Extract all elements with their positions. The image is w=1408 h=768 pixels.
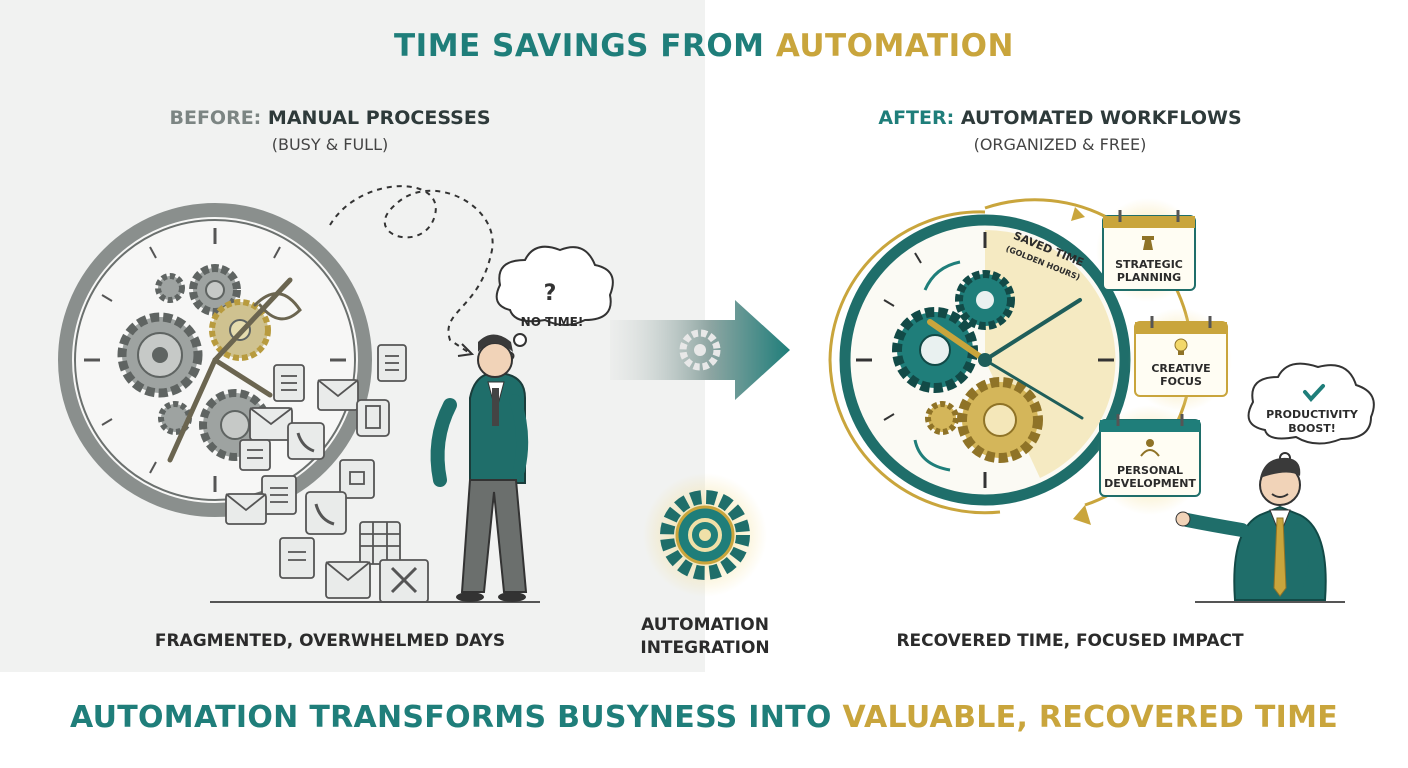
phone-icon (356, 399, 390, 437)
automation-integration-gear-icon (660, 490, 750, 580)
before-heading: BEFORE: MANUAL PROCESSES (BUSY & FULL) (130, 107, 530, 154)
phone-icon (287, 422, 325, 460)
productivity-text: PRODUCTIVITY (1266, 408, 1359, 421)
card-line2: FOCUS (1160, 375, 1202, 388)
document-icon (239, 439, 271, 471)
after-subtitle: (ORGANIZED & FREE) (973, 135, 1147, 154)
no-time-text: NO TIME! (521, 315, 584, 329)
arrow-gear-icon (679, 329, 721, 371)
tools-icon (379, 559, 429, 603)
integration-label-line2: INTEGRATION (640, 638, 770, 658)
before-title: MANUAL PROCESSES (261, 107, 491, 129)
boost-text: BOOST! (1288, 422, 1336, 435)
footer-part-2: VALUABLE, RECOVERED TIME (842, 700, 1339, 735)
task-pile (225, 344, 429, 603)
arc-arrowhead-icon (1073, 505, 1091, 525)
after-heading: AFTER: AUTOMATED WORKFLOWS (ORGANIZED & … (830, 107, 1290, 154)
chaos-path-arrow (329, 185, 494, 353)
card-line1: PERSONAL (1117, 464, 1183, 477)
lightbulb-icon (1174, 338, 1188, 355)
clock-hands-icon (927, 298, 1084, 420)
mail-icon (317, 379, 359, 411)
before-tag: BEFORE: (169, 107, 262, 129)
card-personal-development: PERSONAL DEVELOPMENT (1095, 405, 1205, 515)
mail-icon (249, 407, 293, 441)
before-subtitle: (BUSY & FULL) (271, 135, 389, 154)
document-icon (273, 364, 305, 402)
card-line2: PLANNING (1117, 271, 1181, 284)
card-line1: CREATIVE (1151, 362, 1210, 375)
mail-icon (325, 561, 371, 599)
integration-label: AUTOMATION INTEGRATION (600, 614, 810, 660)
after-tag: AFTER: (878, 107, 955, 129)
footer-part-1: AUTOMATION TRANSFORMS BUSYNESS INTO (69, 700, 843, 735)
outer-arc-left (828, 210, 986, 361)
card-strategic-planning: STRATEGIC PLANNING (1096, 198, 1200, 302)
card-line1: STRATEGIC (1115, 258, 1183, 271)
outer-arc-bottom (828, 359, 1001, 515)
phone-icon (305, 491, 347, 535)
after-title: AUTOMATED WORKFLOWS (954, 107, 1242, 129)
broken-clock-hands-icon (167, 277, 302, 463)
title-part-1: TIME SAVINGS FROM (394, 28, 776, 64)
meditation-icon (1140, 439, 1160, 457)
title-part-2: AUTOMATION (775, 28, 1014, 64)
thought-cloud: ? (495, 245, 614, 361)
page-title: TIME SAVINGS FROM AUTOMATION (0, 28, 1408, 64)
happy-worker-figure (1175, 457, 1327, 601)
footer-banner: AUTOMATION TRANSFORMS BUSYNESS INTO VALU… (0, 700, 1408, 735)
document-icon (279, 537, 315, 579)
checkmark-icon (1303, 384, 1325, 403)
document-icon (377, 344, 407, 382)
mail-icon (225, 493, 267, 525)
card-creative-focus: CREATIVE FOCUS (1128, 308, 1232, 412)
after-caption: RECOVERED TIME, FOCUSED IMPACT (896, 631, 1244, 651)
arc-arrowhead-icon (1071, 207, 1085, 221)
document-icon (261, 475, 297, 515)
before-caption: FRAGMENTED, OVERWHELMED DAYS (154, 631, 506, 651)
synced-gears-icon (892, 260, 1043, 472)
spreadsheet-icon (359, 521, 401, 565)
integration-label-line1: AUTOMATION (641, 615, 769, 635)
document-icon (339, 459, 375, 499)
card-line2: DEVELOPMENT (1104, 477, 1196, 490)
chaos-arrowhead-icon (457, 343, 475, 357)
tired-worker-figure (430, 334, 529, 602)
question-mark-icon: ? (544, 281, 557, 306)
chess-piece-icon (1142, 236, 1154, 250)
